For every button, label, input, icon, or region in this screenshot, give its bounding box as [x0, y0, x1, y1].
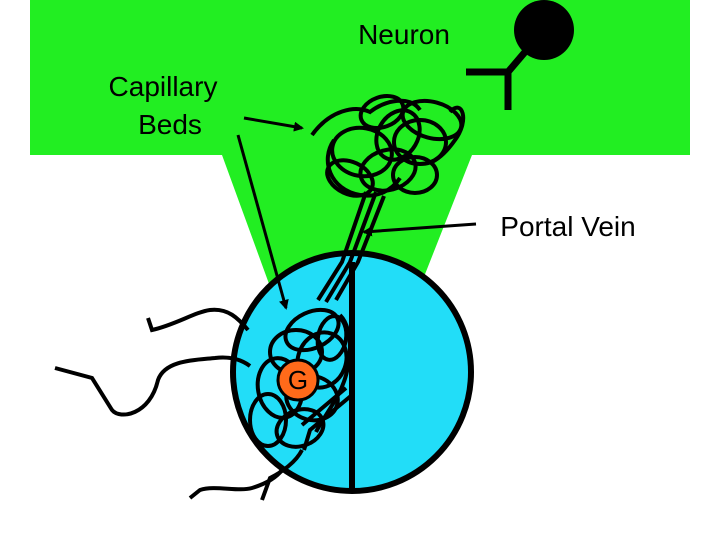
arrow-capillary-lower: [236, 134, 289, 310]
portal-vein-vessels: [316, 191, 386, 304]
gland-cell: [276, 358, 320, 402]
capillary-bed-upper: [310, 94, 466, 198]
gland-cell-label: G: [288, 365, 308, 395]
capillary-bed-lower: [248, 307, 354, 501]
neuron-axon: [466, 49, 528, 110]
hypothalamus-region: [30, 0, 690, 292]
neuron-cell-body: [514, 0, 574, 60]
efferent-vessels: [54, 307, 284, 500]
capillary-beds-label-line1: Capillary: [109, 71, 218, 102]
neuron-label: Neuron: [358, 19, 450, 50]
arrow-capillary-upper: [243, 116, 304, 132]
arrow-portal-vein: [362, 222, 477, 237]
portal-vein-label: Portal Vein: [500, 211, 635, 242]
capillary-beds-label-line2: Beds: [138, 109, 202, 140]
